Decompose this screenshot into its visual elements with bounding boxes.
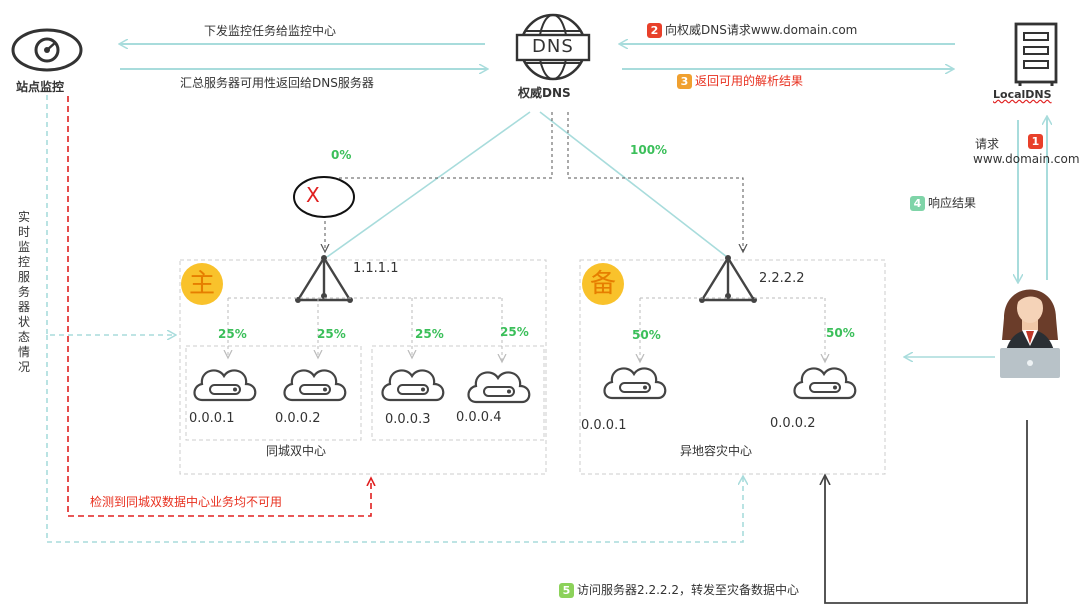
- step4-badge: 4: [910, 196, 925, 211]
- primary-group-a-box: [185, 345, 362, 441]
- fail-mark: X: [306, 183, 320, 207]
- server-cloud-icon: [283, 369, 347, 402]
- realtime-monitor-vertical-label: 实时监控服务器状态情况: [18, 210, 31, 374]
- dns-to-primary-line: [326, 111, 531, 258]
- dns-label: 权威DNS: [518, 86, 571, 100]
- monitor-label: 站点监控: [16, 80, 65, 94]
- step1-badge: 1: [1028, 134, 1043, 149]
- primary-weight: 0%: [331, 148, 352, 162]
- backup-load-balancer-icon: [697, 253, 759, 305]
- backup-lb-ip: 2.2.2.2: [759, 271, 805, 286]
- monitor-eye-icon: [11, 28, 83, 72]
- backup-badge: 备: [582, 263, 624, 305]
- step1-badge-wrap: 1: [1028, 134, 1046, 149]
- server-cloud-icon: [467, 371, 531, 404]
- server-cloud-icon: [193, 369, 257, 402]
- step4-text: 响应结果: [928, 196, 977, 210]
- primary-server-1-ip: 0.0.0.1: [189, 411, 235, 426]
- step1-text-line1: 请求: [975, 137, 1000, 151]
- step2-text: 向权威DNS请求www.domain.com: [665, 23, 858, 37]
- dns-icon-text: DNS: [532, 36, 574, 57]
- primary-server-3-ip: 0.0.0.3: [385, 412, 431, 427]
- primary-lb-ip: 1.1.1.1: [353, 261, 399, 276]
- backup-dc-box: [579, 259, 886, 475]
- localdns-label: LocalDNS: [993, 88, 1052, 101]
- alert-text: 检测到同城双数据中心业务均不可用: [90, 495, 283, 509]
- server-cloud-icon: [603, 367, 667, 400]
- step5-text: 访问服务器2.2.2.2，转发至灾备数据中心: [577, 583, 799, 597]
- dispatch-message: 下发监控任务给监控中心: [204, 24, 337, 38]
- backup-weight: 100%: [630, 143, 668, 157]
- backup-weight-path: [567, 112, 743, 252]
- primary-share-2: 25%: [317, 327, 346, 341]
- backup-server-2-ip: 0.0.0.2: [770, 416, 816, 431]
- primary-badge: 主: [181, 263, 223, 305]
- user-access-path: [825, 420, 1028, 604]
- backup-server-1-ip: 0.0.0.1: [581, 418, 627, 433]
- step1-text-line2: www.domain.com: [973, 152, 1080, 166]
- primary-weight-path: [325, 112, 553, 252]
- backup-dc-title: 异地容灾中心: [680, 444, 753, 458]
- primary-server-4-ip: 0.0.0.4: [456, 410, 502, 425]
- primary-share-4: 25%: [500, 325, 529, 339]
- primary-dc-box: [179, 259, 547, 475]
- primary-dc-title: 同城双中心: [266, 444, 327, 458]
- step2-badge: 2: [647, 23, 662, 38]
- server-rack-icon: [1014, 22, 1058, 86]
- dns-to-backup-line: [539, 111, 728, 258]
- primary-group-b-box: [371, 345, 545, 441]
- server-cloud-icon: [793, 367, 857, 400]
- alert-path: [67, 96, 371, 517]
- backup-share-2: 50%: [826, 326, 855, 340]
- monitor-backup-path: [46, 335, 743, 543]
- step5-badge: 5: [559, 583, 574, 598]
- backup-share-1: 50%: [632, 328, 661, 342]
- server-cloud-icon: [381, 369, 445, 402]
- primary-server-2-ip: 0.0.0.2: [275, 411, 321, 426]
- summary-message: 汇总服务器可用性返回给DNS服务器: [180, 76, 374, 90]
- primary-share-3: 25%: [415, 327, 444, 341]
- dns-globe-icon: [515, 13, 591, 81]
- primary-load-balancer-icon: [293, 253, 355, 305]
- fail-ellipse: [293, 176, 355, 218]
- step3-text: 返回可用的解析结果: [695, 74, 804, 88]
- user-avatar-icon: [1000, 289, 1060, 378]
- monitor-realtime-path: [46, 95, 175, 335]
- primary-share-1: 25%: [218, 327, 247, 341]
- step3-badge: 3: [677, 74, 692, 89]
